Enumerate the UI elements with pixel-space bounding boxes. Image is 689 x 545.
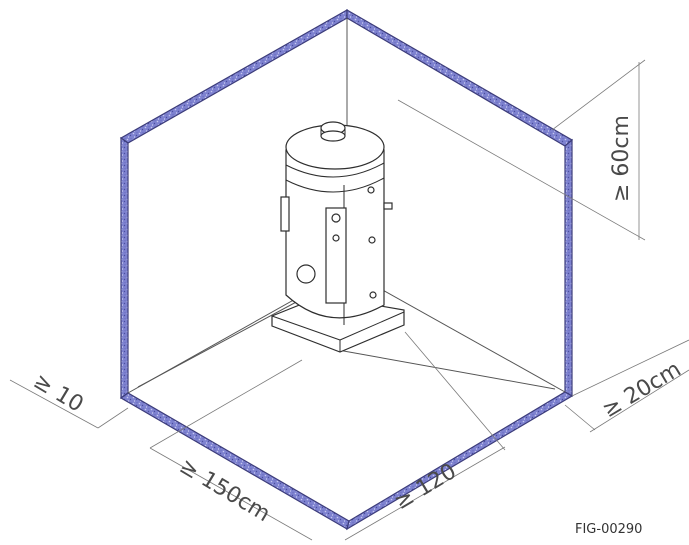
wall-bottom-right (346, 391, 574, 531)
control-panel (325, 207, 347, 304)
wall-right-vertical (564, 138, 573, 398)
label-right-clearance: ≥ 20cm (598, 357, 685, 423)
label-left-clearance: ≥ 10 (29, 369, 88, 418)
wall-right-top (346, 8, 574, 147)
wall-left-top (119, 8, 348, 144)
label-top-clearance: ≥ 60cm (609, 115, 634, 202)
dim-top-clearance: ≥ 60cm (397, 59, 646, 241)
figure-id: FIG-00290 (575, 522, 642, 537)
room-walls (119, 8, 574, 531)
dim-left-clearance: ≥ 10 (9, 369, 129, 429)
dim-front-clearance: ≥ 150cm (149, 359, 313, 541)
water-heater (271, 121, 405, 353)
label-front-clearance: ≥ 150cm (175, 454, 274, 527)
label-depth-clearance: ≥ 120 (390, 459, 461, 515)
dim-right-clearance: ≥ 20cm (564, 339, 689, 433)
wall-left-vertical (120, 136, 129, 400)
